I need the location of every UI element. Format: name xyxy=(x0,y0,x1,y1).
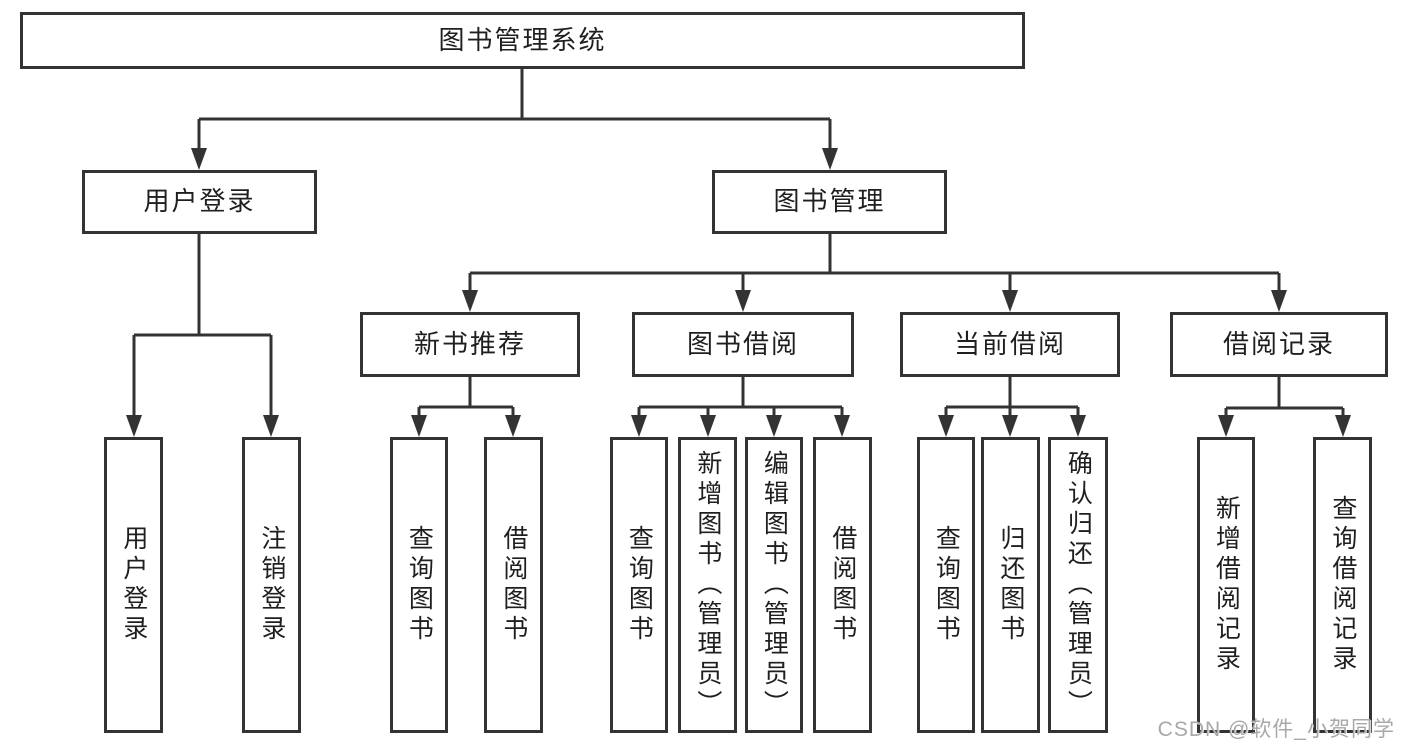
leaf-br-query-record: 查询借阅记录 xyxy=(1313,437,1372,733)
node-current-borrowing: 当前借阅 xyxy=(900,312,1120,377)
leaf-bb-borrow-book: 借阅图书 xyxy=(813,437,872,733)
leaf-bb-query-book: 查询图书 xyxy=(610,437,668,733)
node-book-borrowing: 图书借阅 xyxy=(632,312,854,377)
node-borrowing-record: 借阅记录 xyxy=(1170,312,1388,377)
node-new-book-recommendation: 新书推荐 xyxy=(360,312,580,377)
leaf-cb-query-book: 查询图书 xyxy=(917,437,975,733)
leaf-bb-add-book-admin: 新增图书（管理员） xyxy=(678,437,737,733)
leaf-bb-edit-book-admin: 编辑图书（管理员） xyxy=(745,437,803,733)
leaf-br-add-record: 新增借阅记录 xyxy=(1197,437,1255,733)
connector-currentborrow-to-leaves xyxy=(938,377,1086,437)
leaf-user-login: 用户登录 xyxy=(104,437,163,733)
node-library-management-system: 图书管理系统 xyxy=(20,12,1025,69)
leaf-rec-borrow-book: 借阅图书 xyxy=(484,437,543,733)
connector-bookmgmt-to-level2 xyxy=(462,234,1287,312)
leaf-logout: 注销登录 xyxy=(242,437,301,733)
leaf-cb-return-book: 归还图书 xyxy=(981,437,1040,733)
connector-newbookrec-to-leaves xyxy=(411,377,521,437)
connector-borrowrecord-to-leaves xyxy=(1218,377,1351,437)
connector-root-to-level1 xyxy=(191,69,838,170)
connector-bookborrow-to-leaves xyxy=(631,377,850,437)
csdn-watermark: CSDN @软件_小贺同学 xyxy=(1157,718,1395,741)
leaf-cb-confirm-return-admin: 确认归还（管理员） xyxy=(1048,437,1108,733)
node-book-management: 图书管理 xyxy=(712,170,947,234)
connector-userlogin-to-leaves xyxy=(126,234,279,437)
leaf-rec-query-book: 查询图书 xyxy=(390,437,448,733)
node-user-login: 用户登录 xyxy=(82,170,317,234)
